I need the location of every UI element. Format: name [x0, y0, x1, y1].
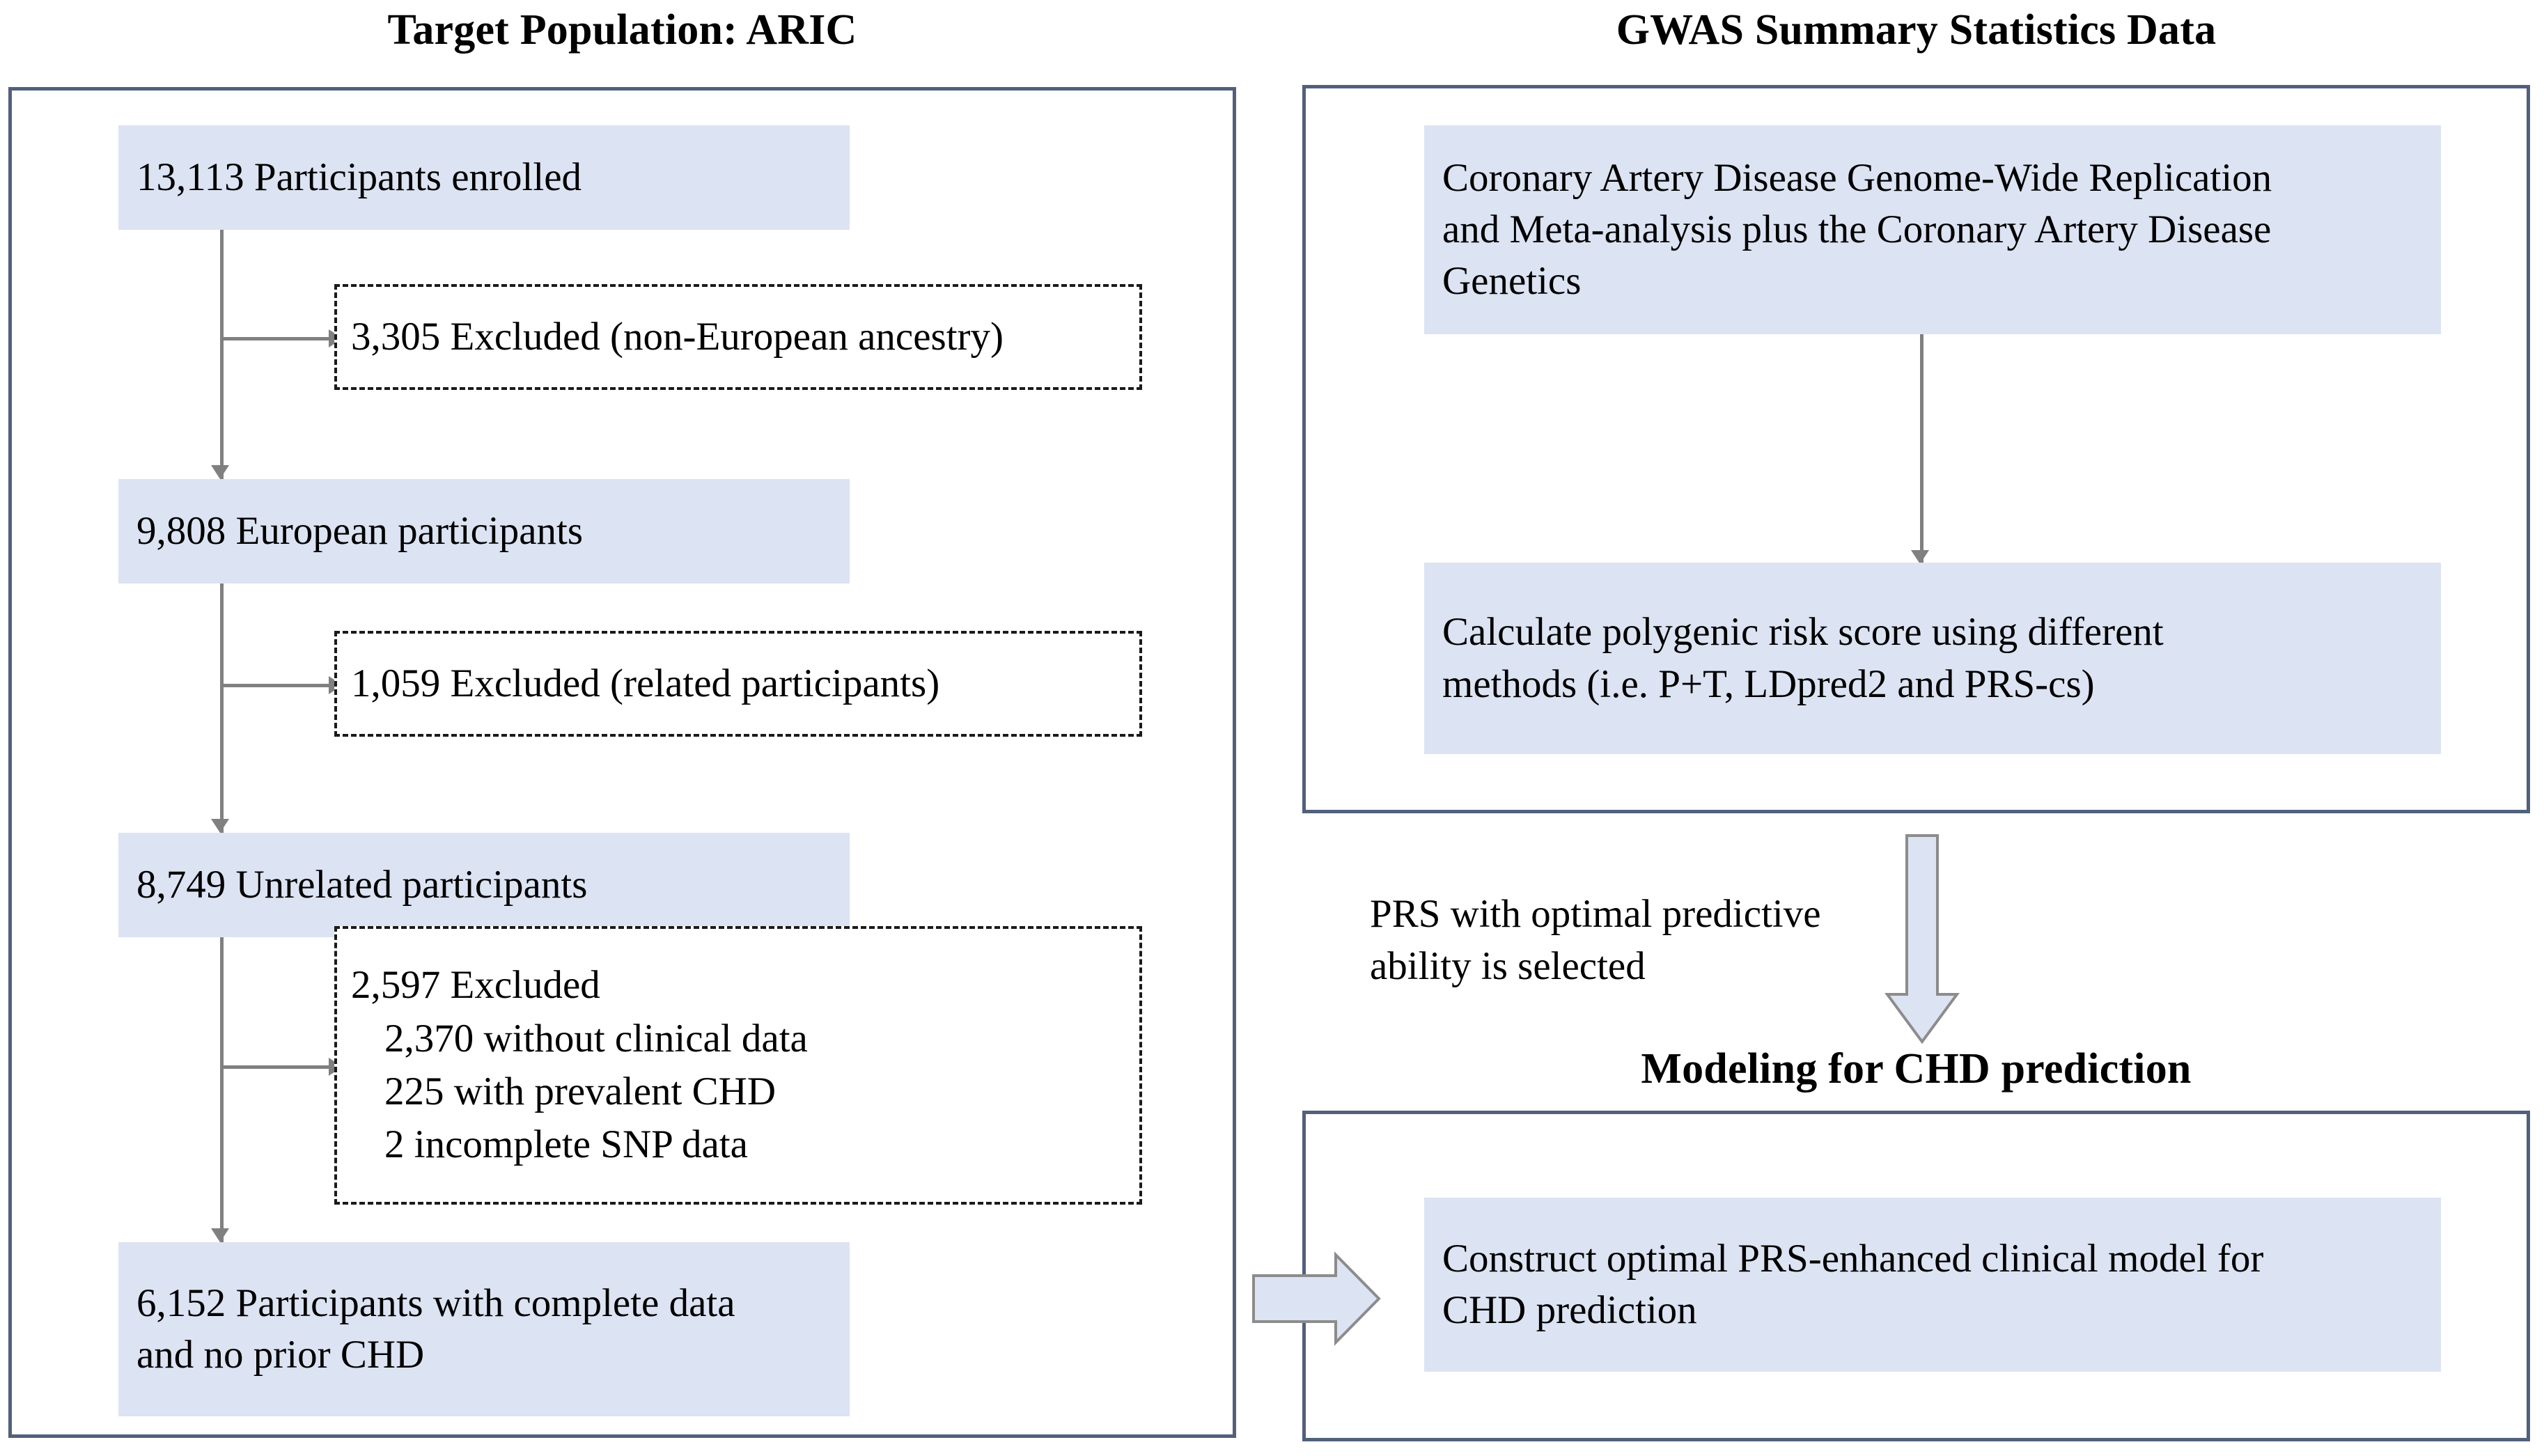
node-calculate-prs-line1: Calculate polygenic risk score using dif… — [1442, 610, 2164, 655]
panel-title-gwas: GWAS Summary Statistics Data — [1616, 6, 2217, 54]
node-calculate-prs-line2: methods (i.e. P+T, LDpred2 and PRS-cs) — [1442, 662, 2095, 706]
connector-gwas-source-to-prs — [1920, 333, 1923, 563]
exclusion-incomplete-data-header: 2,597 Excluded — [351, 963, 600, 1008]
node-final-cohort-line1: 6,152 Participants with complete data — [136, 1281, 735, 1325]
node-gwas-source-line1: Coronary Artery Disease Genome-Wide Repl… — [1442, 155, 2272, 200]
exclusion-item-prevalent-chd: 225 with prevalent CHD — [384, 1070, 776, 1113]
node-participants-enrolled: 13,113 Participants enrolled — [118, 125, 850, 230]
node-construct-model-line2: CHD prediction — [1442, 1288, 1697, 1332]
node-gwas-source: Coronary Artery Disease Genome-Wide Repl… — [1424, 125, 2441, 334]
exclusion-incomplete-data: 2,597 Excluded 2,370 without clinical da… — [334, 926, 1142, 1205]
node-unrelated-participants-label: 8,749 Unrelated participants — [136, 862, 588, 907]
connector-unrelated-to-exclusion-3 — [220, 1065, 335, 1069]
node-calculate-prs: Calculate polygenic risk score using dif… — [1424, 563, 2441, 754]
exclusion-item-incomplete-snp: 2 incomplete SNP data — [384, 1122, 748, 1167]
connector-enrolled-to-exclusion-1 — [220, 337, 335, 340]
arrowhead-gwas-to-prs — [1911, 550, 1929, 564]
exclusion-non-european-ancestry: 3,305 Excluded (non-European ancestry) — [334, 284, 1142, 390]
node-european-participants: 9,808 European participants — [118, 479, 850, 584]
panel-title-modeling: Modeling for CHD prediction — [1641, 1045, 2192, 1093]
exclusion-item-no-clinical-data: 2,370 without clinical data — [384, 1016, 808, 1060]
transition-note-line1: PRS with optimal predictive — [1370, 892, 1821, 936]
connector-european-to-exclusion-2 — [220, 684, 335, 687]
node-gwas-source-line2: and Meta-analysis plus the Coronary Arte… — [1442, 207, 2272, 251]
block-arrow-down-to-modeling — [1880, 834, 1964, 1044]
exclusion-related-participants-label: 1,059 Excluded (related participants) — [351, 661, 940, 705]
connector-enrolled-to-european — [220, 230, 224, 480]
arrowhead-to-european — [211, 465, 229, 479]
node-unrelated-participants: 8,749 Unrelated participants — [118, 833, 850, 937]
transition-note-line2: ability is selected — [1370, 944, 1646, 989]
node-participants-enrolled-label: 13,113 Participants enrolled — [136, 155, 582, 199]
arrowhead-to-final — [211, 1228, 229, 1242]
connector-unrelated-to-final — [220, 937, 224, 1244]
connector-european-to-unrelated — [220, 584, 224, 834]
exclusion-non-european-ancestry-label: 3,305 Excluded (non-European ancestry) — [351, 314, 1004, 359]
node-final-cohort: 6,152 Participants with complete data an… — [118, 1242, 850, 1416]
node-european-participants-label: 9,808 European participants — [136, 508, 584, 553]
node-gwas-source-line3: Genetics — [1442, 259, 1582, 304]
exclusion-related-participants: 1,059 Excluded (related participants) — [334, 631, 1142, 737]
panel-title-aric: Target Population: ARIC — [387, 6, 857, 54]
node-construct-model: Construct optimal PRS-enhanced clinical … — [1424, 1198, 2441, 1372]
node-final-cohort-line2: and no prior CHD — [136, 1333, 425, 1377]
arrowhead-to-unrelated — [211, 819, 229, 833]
transition-note: PRS with optimal predictive ability is s… — [1370, 888, 1941, 992]
node-construct-model-line1: Construct optimal PRS-enhanced clinical … — [1442, 1236, 2264, 1281]
block-arrow-right-to-modeling — [1252, 1246, 1393, 1351]
